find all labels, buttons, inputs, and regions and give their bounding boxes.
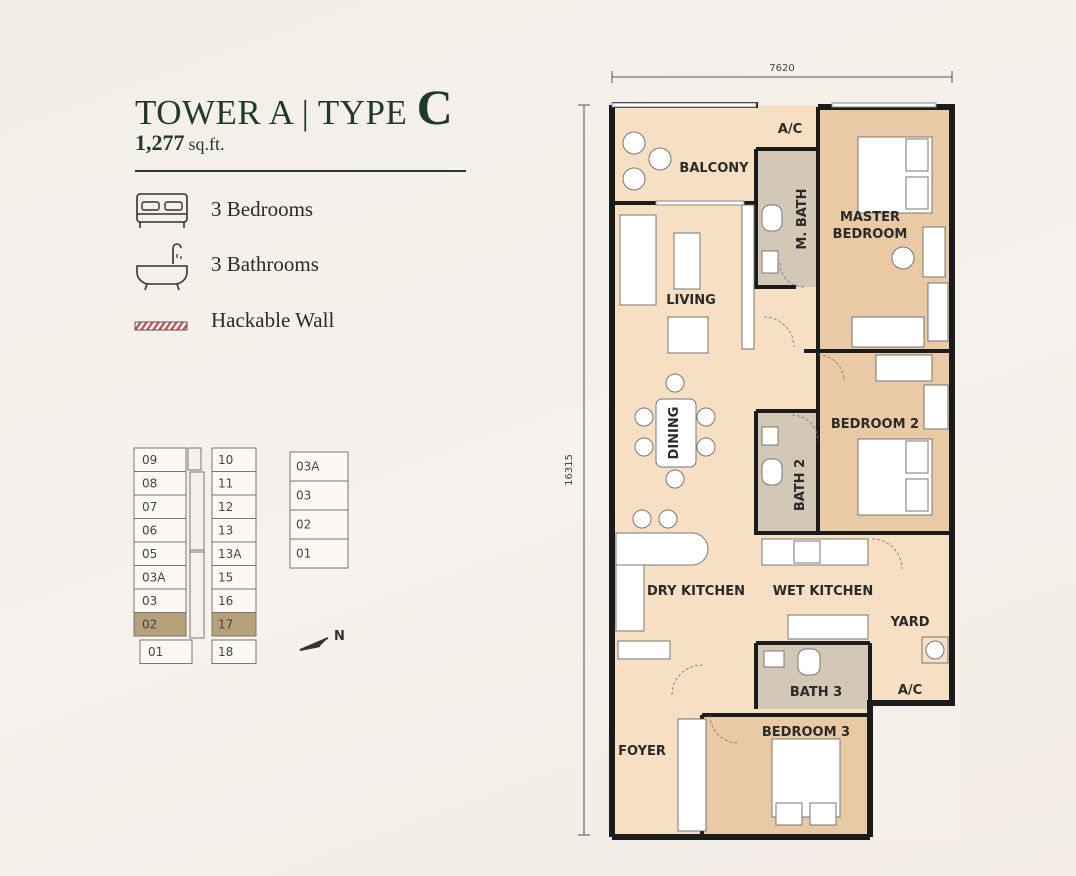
bedroom3-label: BEDROOM 3	[762, 725, 850, 740]
ac-top-label: A/C	[778, 122, 802, 137]
legend-bathrooms: 3 Bathrooms	[211, 252, 319, 276]
bed-icon	[135, 192, 189, 230]
keyplan-unit-label: 13A	[218, 547, 242, 561]
keyplan-unit-label: 05	[142, 547, 157, 561]
keyplan-unit-side	[289, 538, 349, 569]
keyplan-unit-side	[289, 451, 349, 482]
wardrobes	[677, 282, 949, 832]
keyplan-unit-label: 03	[296, 489, 311, 503]
yard-label: YARD	[889, 615, 929, 630]
bathtub-icon	[135, 242, 189, 292]
page-title: TOWER A | TYPE C	[135, 78, 453, 136]
title-prefix: TOWER A | TYPE	[135, 93, 408, 132]
windows	[611, 102, 937, 206]
furniture	[615, 131, 949, 830]
keyplan-unit-left	[139, 639, 193, 664]
keyplan-unit-side	[289, 480, 349, 511]
legend-bedrooms: 3 Bedrooms	[211, 197, 314, 221]
keyplan-unit-label: 03	[142, 594, 157, 608]
keyplan-unit-label: 07	[142, 500, 157, 514]
keyplan-unit-label: 03A	[296, 460, 320, 474]
m-bath-label: M. BATH	[795, 188, 810, 249]
dimension-height: 16315	[564, 104, 590, 836]
north-arrow-icon: N	[299, 629, 345, 651]
door-swings	[671, 262, 903, 744]
dining-label: DINING	[667, 407, 682, 460]
keyplan-unit-label: 09	[142, 453, 157, 467]
wet-kitchen-label: WET KITCHEN	[773, 584, 874, 599]
hackable-wall-icon	[134, 316, 188, 331]
keyplan-unit-label: 03A	[142, 570, 166, 584]
floor-plan: 7620 16315	[564, 63, 960, 840]
area-value: 1,277	[135, 130, 185, 155]
keyplan-unit-label: 16	[218, 594, 233, 608]
keyplan-unit-label: 08	[142, 476, 157, 490]
keyplan-unit-label: 13	[218, 523, 233, 537]
balcony-label: BALCONY	[679, 161, 749, 176]
bath2-label: BATH 2	[793, 459, 808, 511]
ac-bottom-label: A/C	[898, 683, 922, 698]
living-label: LIVING	[666, 293, 716, 308]
master-bedroom-label-2: BEDROOM	[833, 227, 908, 242]
keyplan-unit-right	[211, 612, 257, 637]
keyplan-unit-left	[133, 612, 187, 637]
keyplan-unit-side	[289, 509, 349, 540]
area-unit: sq.ft.	[188, 134, 225, 154]
north-label: N	[334, 629, 345, 644]
bath3-label: BATH 3	[790, 685, 842, 700]
keyplan-unit-label: 01	[148, 645, 163, 659]
keyplan-unit-label: 01	[296, 547, 311, 561]
keyplan-unit-label: 17	[218, 617, 233, 631]
keyplan-unit-right	[211, 639, 257, 664]
yard-floor	[870, 539, 952, 703]
dim-width-label: 7620	[769, 63, 794, 74]
keyplan-unit-label: 06	[142, 523, 157, 537]
dry-kitchen-label: DRY KITCHEN	[647, 584, 745, 599]
title-divider	[135, 170, 466, 172]
bedroom2-label: BEDROOM 2	[831, 417, 919, 432]
foyer-label: FOYER	[618, 744, 666, 759]
keyplan-unit-label: 02	[296, 518, 311, 532]
keyplan-unit-label: 02	[142, 617, 157, 631]
master-bedroom-label-1: MASTER	[840, 210, 900, 225]
dim-height-label: 16315	[564, 454, 575, 486]
keyplan-unit-label: 10	[218, 453, 233, 467]
keyplan-unit-label: 11	[218, 476, 233, 490]
keyplan-unit-label: 18	[218, 645, 233, 659]
legend-hackable-wall: Hackable Wall	[211, 308, 335, 332]
keyplan-unit-label: 12	[218, 500, 233, 514]
keyplan-unit-label: 15	[218, 570, 233, 584]
title-type: C	[416, 79, 454, 135]
dimension-width: 7620	[611, 63, 953, 83]
